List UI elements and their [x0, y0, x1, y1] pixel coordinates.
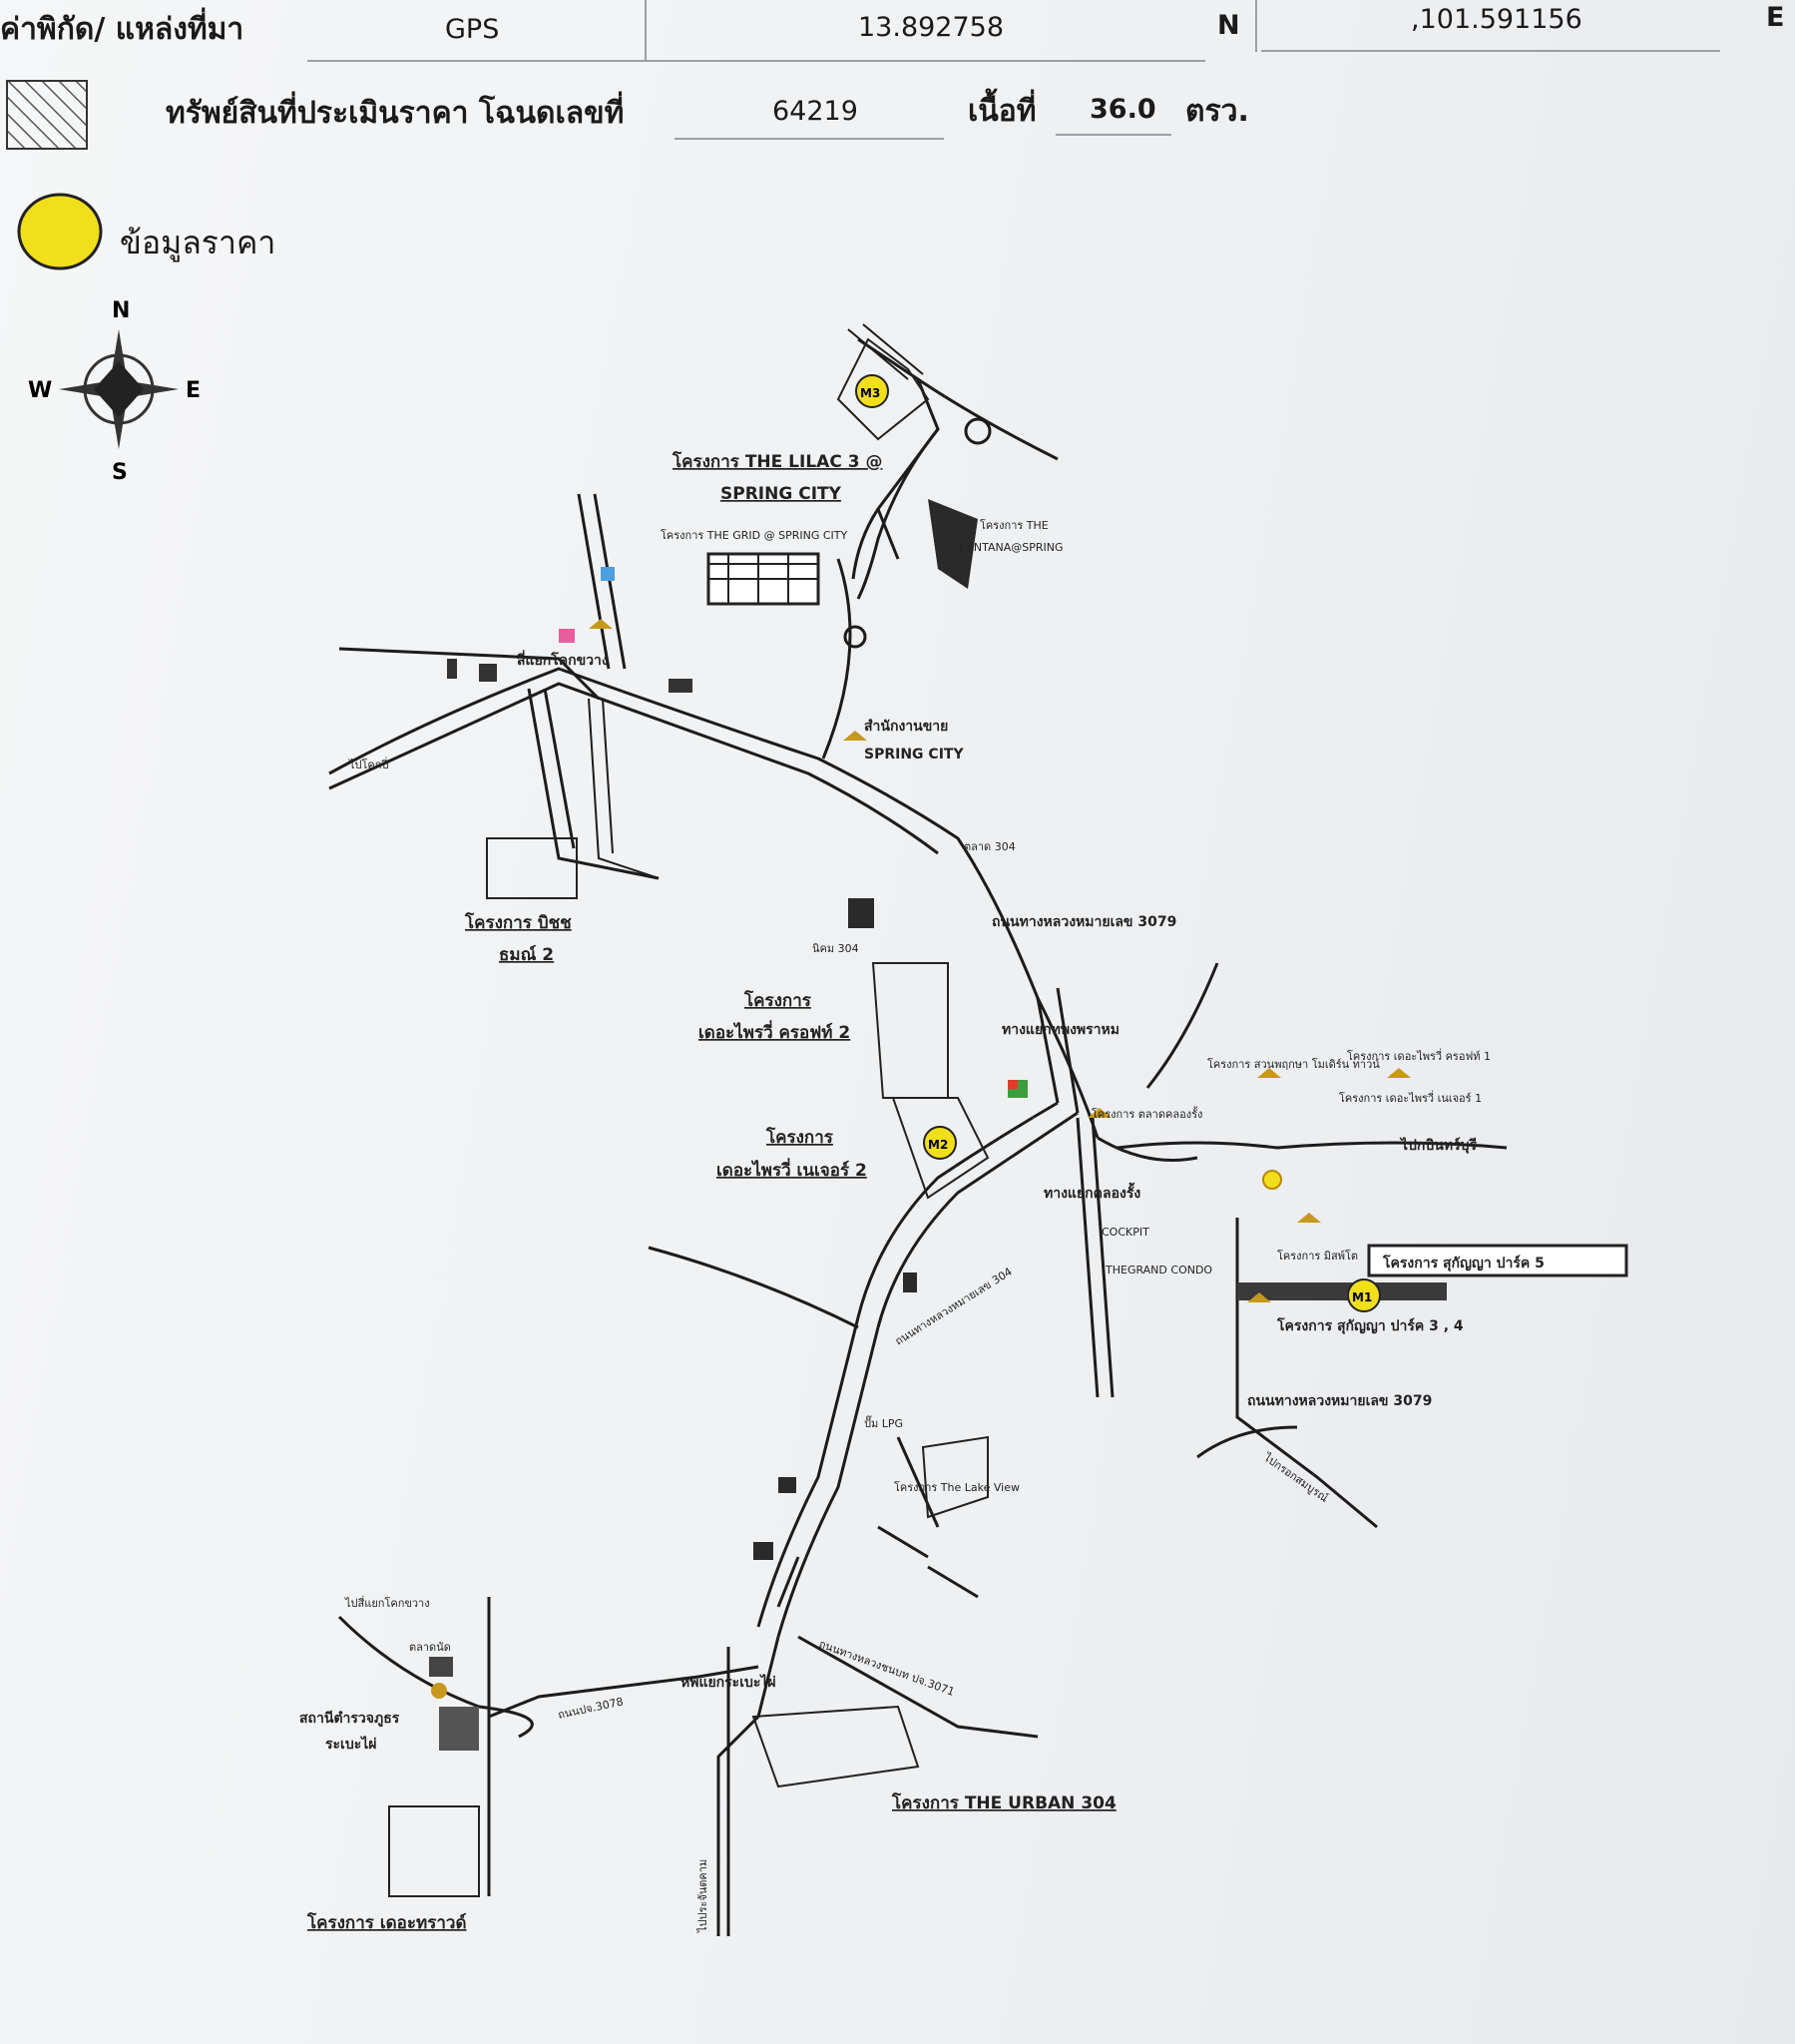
label-sri-mahosot: หพแยกระเบะไผ่ — [680, 1673, 776, 1691]
marker-m3: M3 — [860, 386, 880, 400]
compass-w: W — [28, 378, 52, 403]
label-lilac: โครงการ THE LILAC 3 @ — [672, 451, 882, 472]
label-market-tanat: ตลาดนัด — [409, 1641, 451, 1654]
marker-m1: M1 — [1352, 1290, 1372, 1304]
area-underline — [1056, 134, 1171, 136]
label-road-3079: ถนนทางหลวงหมายเลข 3079 — [992, 914, 1176, 930]
header-underline — [1261, 50, 1720, 52]
header-divider — [1255, 0, 1257, 52]
label-to-prachin: ไปกบินทร์บุรี — [1399, 1136, 1477, 1154]
label-grand-condo: THEGRAND CONDO — [1105, 1264, 1212, 1277]
longitude-value: ,101.591156 — [1411, 4, 1582, 35]
label-cherry-nature-1b: โครงการ เดอะไพรวี่ เนเจอร์ 1 — [1339, 1090, 1482, 1105]
map-icons — [429, 567, 1411, 1751]
header-underline — [307, 60, 1205, 62]
area-value: 36.0 — [1090, 94, 1156, 125]
marker-m2: M2 — [928, 1138, 948, 1152]
compass-e: E — [186, 378, 201, 403]
label-cherry-nature-2: เดอะไพรวี่ เนเจอร์ 2 — [716, 1158, 867, 1181]
compass-rose-icon: N S W E — [28, 298, 201, 485]
compass-n: N — [112, 298, 130, 323]
spring-city-loop — [843, 323, 1059, 649]
label-cockpit: COCKPIT — [1102, 1226, 1149, 1239]
label-sukanya-5: โครงการ สุกัญญา ปาร์ค 5 — [1382, 1254, 1545, 1272]
label-junction-pra: ทางแยกทพงพราหม — [1002, 1022, 1120, 1038]
label-cherry-cross-1: โครงการ — [743, 990, 812, 1011]
coordinate-label: ค่าพิกัด/ แหล่งที่มา — [0, 12, 244, 47]
label-lake-view: โครงการ The Lake View — [894, 1480, 1020, 1494]
label-cherry-nature-1: โครงการ — [765, 1127, 834, 1148]
compass-s: S — [112, 460, 128, 485]
area-unit: ตรว. — [1185, 94, 1249, 129]
label-lantana-1: โครงการ THE — [980, 518, 1049, 532]
latitude-suffix: N — [1217, 10, 1240, 41]
price-markers: M3 M2 M1 — [855, 374, 1381, 1312]
label-cherry-cross-1b: โครงการ เดอะไพรวี่ ครอฟท์ 1 — [1347, 1048, 1491, 1063]
area-label: เนื้อที่ — [968, 94, 1037, 129]
label-road-3078: ถนนปจ.3078 — [557, 1695, 625, 1722]
label-to-lamsalong: ไปกรอกสมบูรณ์ — [1260, 1450, 1330, 1504]
label-police: สถานีตำรวจภูธร — [299, 1711, 400, 1727]
sukanya-5-box — [1367, 1244, 1628, 1278]
latitude-value: 13.892758 — [858, 12, 1005, 43]
longitude-suffix: E — [1766, 2, 1785, 33]
project-plots — [388, 337, 1447, 1897]
label-the-grand: โครงการ เดอะทราวด์ — [306, 1912, 466, 1933]
label-bichaya-1: โครงการ บิชช — [464, 912, 572, 933]
road-network — [328, 493, 1508, 1936]
label-urban-304: โครงการ THE URBAN 304 — [891, 1792, 1117, 1813]
header-divider — [645, 0, 647, 62]
label-flea: โครงการ ตลาดคลองรั้ง — [1092, 1106, 1202, 1121]
label-cherry-cross-2: เดอะไพรวี่ ครอฟท์ 2 — [698, 1020, 850, 1043]
label-to-kokpi: ไปโคกปี่ — [348, 757, 388, 771]
label-police-2: ระเบะไผ่ — [325, 1735, 376, 1753]
label-lantana-2: LANTANA@SPRING — [960, 541, 1064, 554]
price-marker-icon — [17, 193, 103, 270]
source-value: GPS — [445, 14, 500, 45]
label-market-304: ตลาด 304 — [964, 840, 1016, 853]
label-nicom-304: นิคม 304 — [812, 942, 859, 955]
label-spring-city: SPRING CITY — [720, 484, 842, 504]
price-data-label: ข้อมูลราคา — [120, 224, 276, 261]
deed-underline — [674, 138, 944, 140]
label-sales-office: สำนักงานขาย — [864, 719, 948, 735]
label-road-3071: ถนนทางหลวงชนบท ปจ.3071 — [817, 1638, 956, 1699]
label-spring-city-2: SPRING CITY — [864, 747, 964, 763]
hatch-legend-icon — [6, 80, 88, 150]
label-junction-khlong: ทางแยกคลองรั้ง — [1044, 1182, 1140, 1202]
label-road-3079-2: ถนนทางหลวงหมายเลข 3079 — [1247, 1393, 1432, 1409]
label-four-way: สี่แยกโคกขวาง — [517, 650, 609, 669]
label-sukanya-34: โครงการ สุกัญญา ปาร์ค 3 , 4 — [1276, 1316, 1464, 1334]
label-lpg: ปั๊ม LPG — [864, 1415, 903, 1430]
label-lemongrass: โครงการ สวนพฤกษา โมเดิร์น ทาวน์ — [1207, 1057, 1380, 1071]
label-grid: โครงการ THE GRID @ SPRING CITY — [661, 528, 847, 542]
label-to-prachantakham: ไปประจันตคาม — [696, 1859, 709, 1933]
label-sukanya-ms: โครงการ มิสพ์โต — [1277, 1249, 1358, 1263]
deed-number: 64219 — [772, 96, 858, 127]
label-to-sriracha: ไปสี่แยกโคกขวาง — [344, 1595, 430, 1610]
label-bichaya-2: ธมณ์ 2 — [499, 944, 554, 965]
property-label: ทรัพย์สินที่ประเมินราคา โฉนดเลขที่ — [166, 96, 625, 131]
